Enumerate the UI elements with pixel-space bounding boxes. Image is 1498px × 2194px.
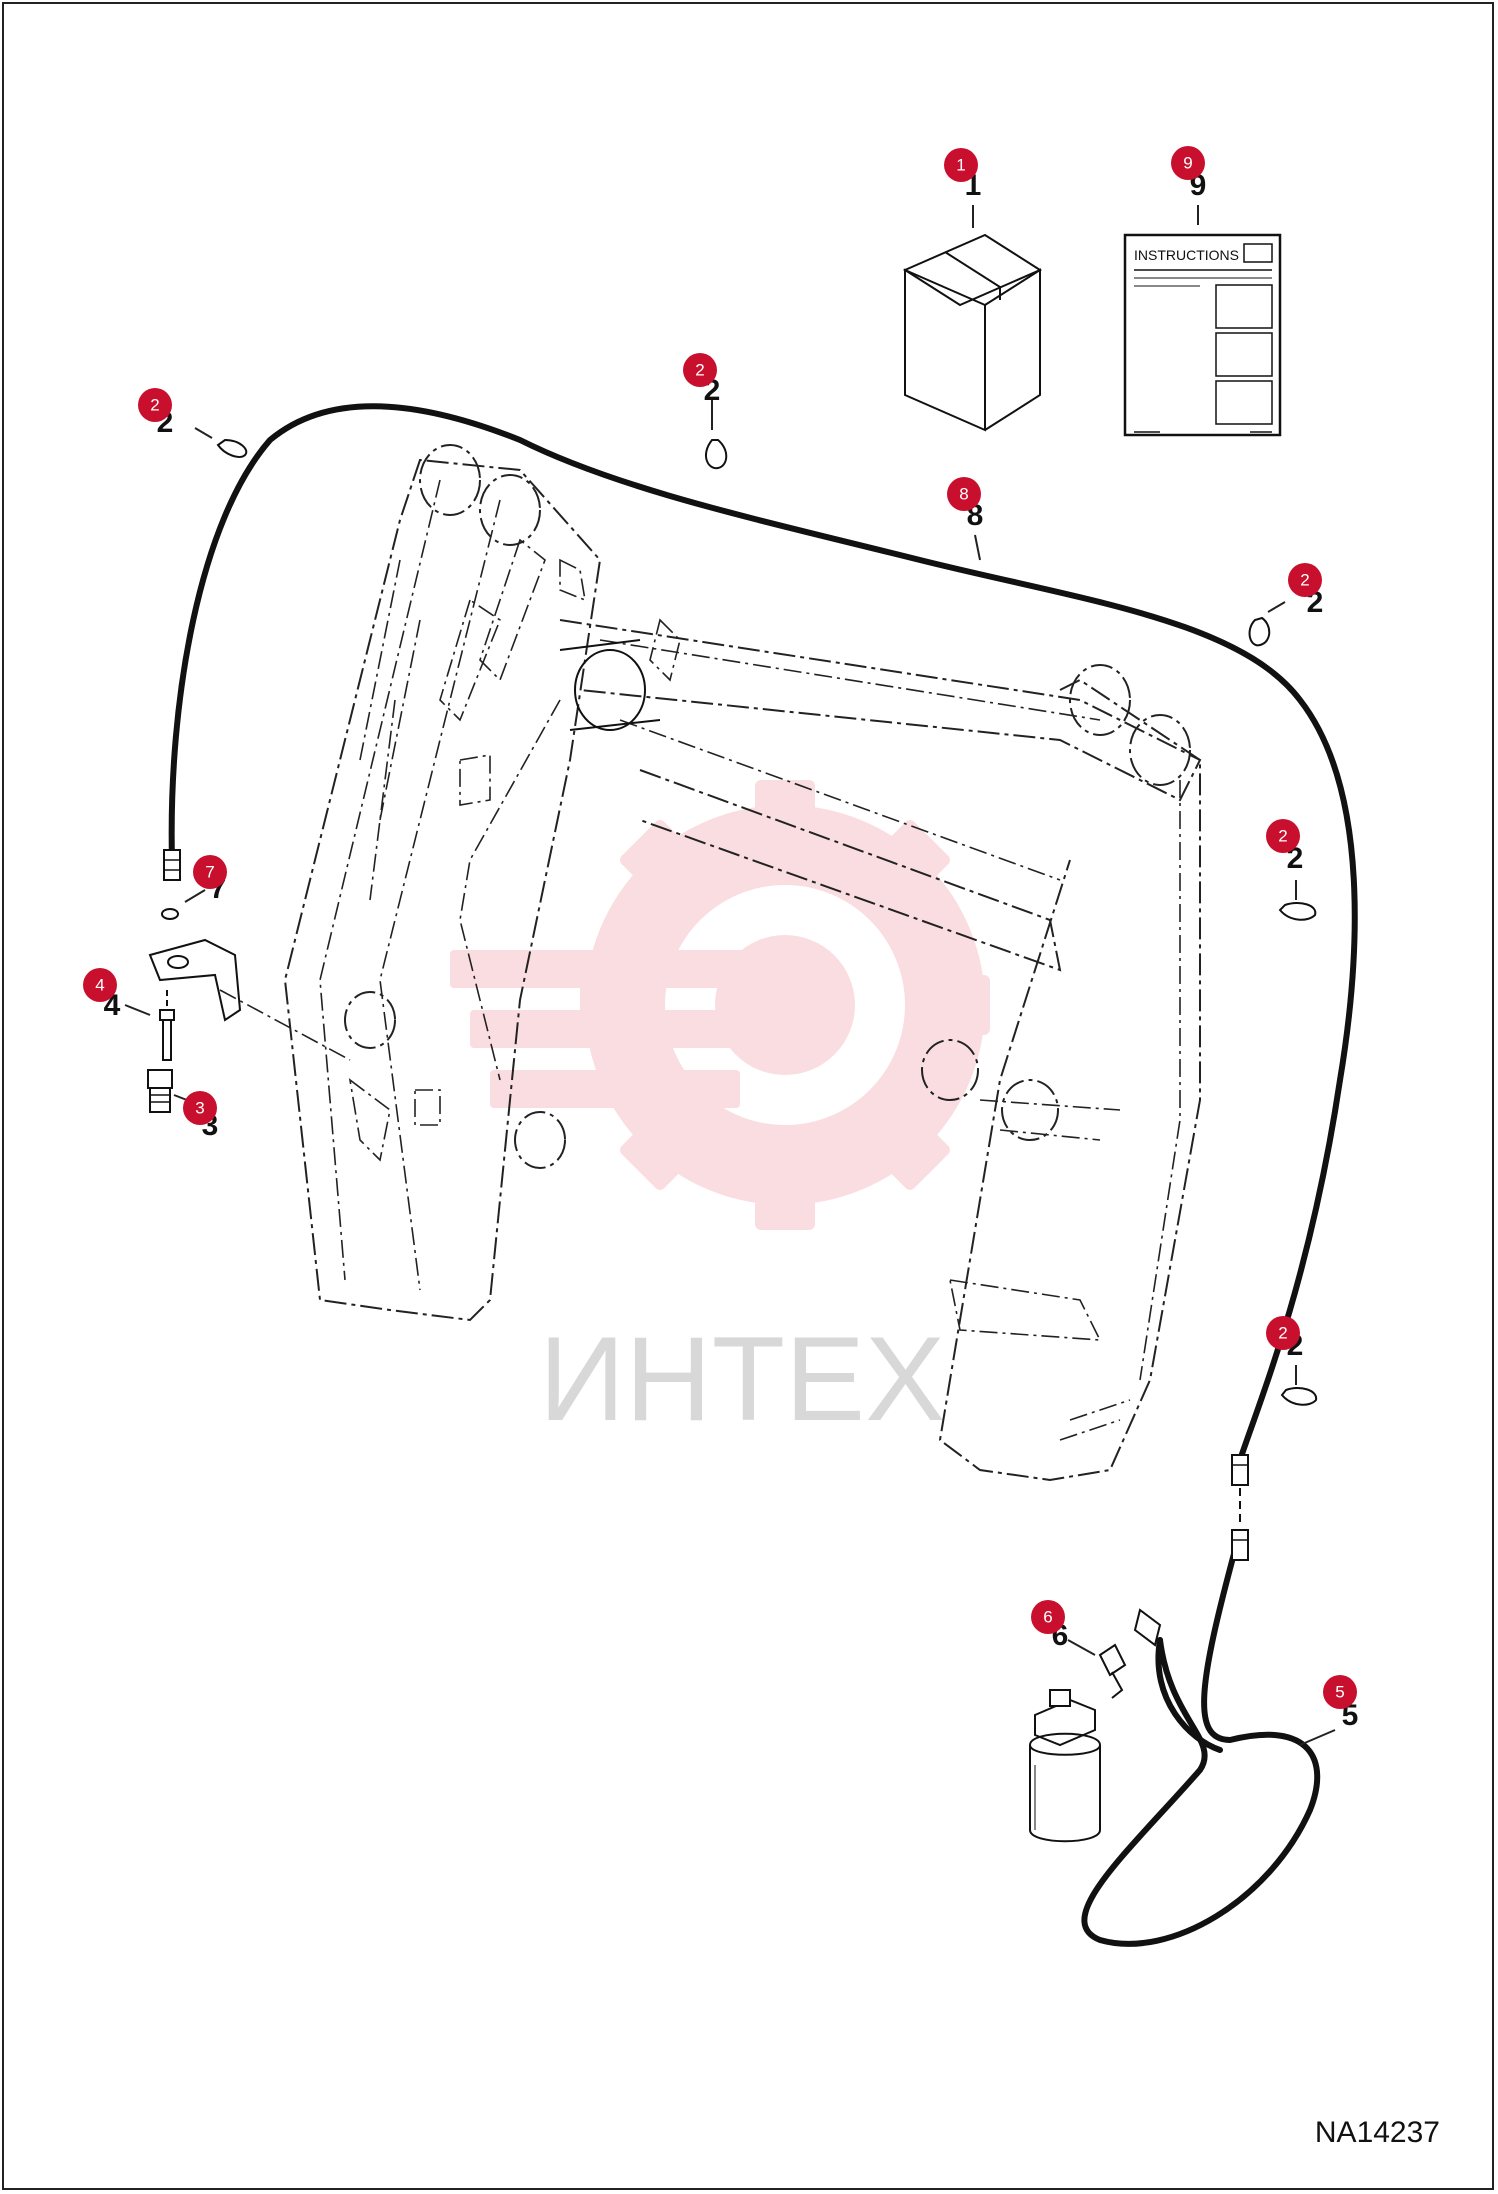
callout-8: 8 xyxy=(947,477,981,511)
watermark-text: ИНТЕХ xyxy=(539,1312,945,1446)
filter-canister xyxy=(1029,1689,1101,1843)
kit-box xyxy=(902,205,1043,432)
hydraulic-hose xyxy=(168,403,1358,1463)
adapter-fitting xyxy=(147,1069,193,1113)
callout-2-right-mid: 2 xyxy=(1266,819,1300,853)
hose-clamp-4 xyxy=(1278,880,1317,921)
callout-2-top-left: 2 xyxy=(138,388,172,422)
hose-clamp-5 xyxy=(1280,1365,1318,1406)
hose-clamp-1 xyxy=(194,427,248,458)
callout-4: 4 xyxy=(83,968,117,1002)
svg-text:9: 9 xyxy=(1183,154,1192,173)
svg-text:2: 2 xyxy=(1300,571,1309,590)
callout-3: 3 xyxy=(183,1091,217,1125)
bolt xyxy=(124,990,175,1061)
svg-text:2: 2 xyxy=(1278,827,1287,846)
svg-text:3: 3 xyxy=(195,1099,204,1118)
drawing-code: NA14237 xyxy=(1315,2116,1440,2149)
mounting-bracket xyxy=(148,889,242,1022)
svg-text:4: 4 xyxy=(95,976,104,995)
callout-2-right-upper: 2 xyxy=(1288,563,1322,597)
callout-9: 9 xyxy=(1171,146,1205,180)
watermark-logo xyxy=(450,780,990,1230)
hose-fitting-lower xyxy=(1133,1454,1249,1647)
callout-2-top-center: 2 xyxy=(683,353,717,387)
hydraulic-hose-feed xyxy=(1155,1637,1223,1753)
svg-text:2: 2 xyxy=(1278,1324,1287,1343)
callout-2-right-lower: 2 xyxy=(1266,1316,1300,1350)
svg-text:6: 6 xyxy=(1043,1608,1052,1627)
hose-clamp-2 xyxy=(704,400,728,470)
hose-fitting-upper xyxy=(163,849,181,881)
connector-fitting xyxy=(1067,1639,1127,1699)
instructions-label: INSTRUCTIONS xyxy=(1134,247,1239,263)
loader-arm-assembly xyxy=(219,444,1202,1482)
svg-text:2: 2 xyxy=(695,361,704,380)
svg-text:7: 7 xyxy=(205,863,214,882)
callout-1: 1 xyxy=(944,148,978,182)
svg-text:2: 2 xyxy=(150,396,159,415)
svg-text:1: 1 xyxy=(956,156,965,175)
hydraulic-hose-lower xyxy=(1081,1547,1321,1947)
hose-clamp-3 xyxy=(1248,601,1286,647)
svg-text:5: 5 xyxy=(1335,1683,1344,1702)
instructions-sheet: INSTRUCTIONS xyxy=(1123,205,1282,437)
svg-text:8: 8 xyxy=(959,485,968,504)
callout-6: 6 xyxy=(1031,1600,1065,1634)
callout-7: 7 xyxy=(193,855,227,889)
callout-5: 5 xyxy=(1323,1675,1357,1709)
